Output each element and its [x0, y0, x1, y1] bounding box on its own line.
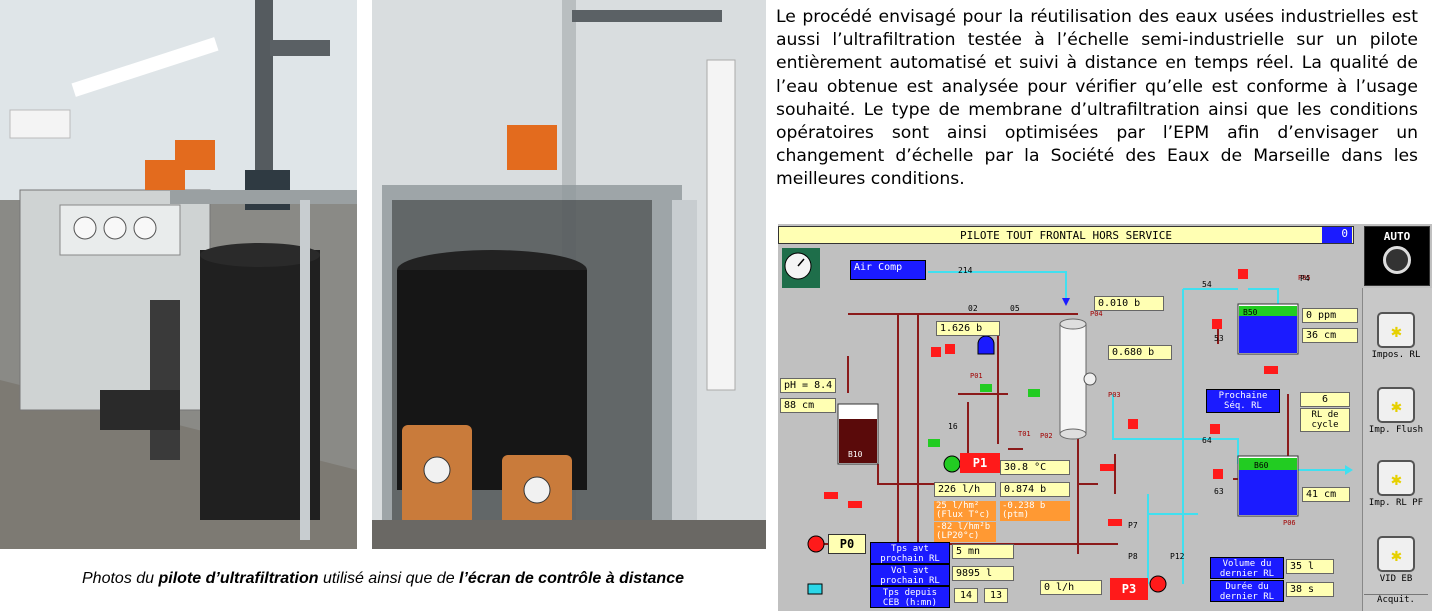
- tag-p02: P02: [1040, 432, 1053, 440]
- valve-p4[interactable]: P4: [1300, 274, 1310, 283]
- imp-flush-label: Imp. Flush: [1368, 425, 1424, 435]
- caption-bold1: pilote d’ultrafiltration: [158, 570, 319, 587]
- valve-02[interactable]: 02: [968, 304, 978, 313]
- tag-p05: P05: [1298, 274, 1311, 282]
- auto-panel[interactable]: AUTO: [1364, 226, 1430, 286]
- ph-value: pH = 8.4: [780, 378, 836, 393]
- tank-b50-label: B50: [1243, 308, 1258, 317]
- gear-icon: [1377, 387, 1415, 423]
- valve-53[interactable]: 53: [1214, 334, 1224, 343]
- vol-avt-label: Vol avt prochain RL: [870, 564, 950, 586]
- impos-rl-button[interactable]: Impos. RL: [1364, 312, 1428, 360]
- valve-63[interactable]: 63: [1214, 487, 1224, 496]
- rl-cycle-label: RL de cycle: [1300, 408, 1350, 432]
- pressure-p1-value: 0.874 b: [1000, 482, 1070, 497]
- gear-icon: [1377, 460, 1415, 496]
- caption-part2: utilisé ainsi que de: [318, 570, 460, 587]
- ceb-minutes: 13: [984, 588, 1008, 603]
- valve-p7[interactable]: P7: [1128, 521, 1138, 530]
- prochaine-seq-label: Prochaine Séq. RL: [1206, 389, 1280, 413]
- impos-rl-label: Impos. RL: [1371, 350, 1421, 360]
- tank-b10-label: B10: [848, 450, 863, 459]
- scada-title: PILOTE TOUT FRONTAL HORS SERVICE: [960, 229, 1172, 242]
- scada-control-screen: PILOTE TOUT FRONTAL HORS SERVICE 0 AUTO …: [778, 224, 1432, 611]
- valve-214[interactable]: 214: [958, 266, 973, 275]
- tank-b60-label: B60: [1254, 461, 1269, 470]
- ppm-value: 0 ppm: [1302, 308, 1358, 323]
- tag-t01: T01: [1018, 430, 1031, 438]
- auto-switch-icon: [1383, 246, 1411, 274]
- pressure-1-value: 1.626 b: [936, 321, 1000, 336]
- gauge-icon[interactable]: [782, 248, 820, 288]
- photo-pilot-installation: [0, 0, 357, 549]
- tag-p06: P06: [1283, 519, 1296, 527]
- scada-pipes: [782, 248, 1353, 595]
- pressure-top-value: 0.010 b: [1094, 296, 1164, 311]
- ptm-value: -0.238 b: [1002, 501, 1046, 511]
- ptm-label: (ptm): [1002, 510, 1030, 520]
- vol-last-value: 35 l: [1286, 559, 1334, 574]
- vol-last-label: Volume du dernier RL: [1210, 557, 1284, 579]
- valve-16[interactable]: 16: [948, 422, 958, 431]
- imp-flush-button[interactable]: Imp. Flush: [1364, 387, 1428, 435]
- tag-p04: P04: [1090, 310, 1103, 318]
- pressure-2-value: 0.680 b: [1108, 345, 1172, 360]
- description-paragraph: Le procédé envisagé pour la réutilisatio…: [776, 7, 1418, 190]
- pump-p3-label[interactable]: P3: [1110, 578, 1148, 600]
- acquit-button[interactable]: Acquit.: [1364, 594, 1428, 610]
- gear-icon: [1377, 536, 1415, 572]
- flux-box: 25 l/hm² (Flux T°c): [934, 501, 996, 521]
- tag-p03: P03: [1108, 391, 1121, 399]
- flow-p3-value: 0 l/h: [1040, 580, 1102, 595]
- imp-rl-pf-label: Imp. RL PF: [1368, 498, 1424, 508]
- dur-last-value: 38 s: [1286, 582, 1334, 597]
- pump-p1-label[interactable]: P1: [960, 453, 1000, 473]
- ceb-label: Tps depuis CEB (h:mn): [870, 586, 950, 608]
- valve-p8[interactable]: P8: [1128, 552, 1138, 561]
- photo-closeup-illustration: [372, 0, 766, 549]
- ptm-box: -0.238 b (ptm): [1000, 501, 1070, 521]
- tag-p01: P01: [970, 372, 983, 380]
- lp-box: -82 l/hm²b (LP20°c): [934, 522, 996, 542]
- gear-icon: [1377, 312, 1415, 348]
- scada-title-bar: [778, 226, 1354, 244]
- vol-avt-value: 9895 l: [952, 566, 1014, 581]
- valve-05[interactable]: 05: [1010, 304, 1020, 313]
- imp-rl-pf-button[interactable]: Imp. RL PF: [1364, 460, 1428, 508]
- flow-p1-value: 226 l/h: [934, 482, 996, 497]
- b10-level-value: 88 cm: [780, 398, 836, 413]
- tps-avt-label: Tps avt prochain RL: [870, 542, 950, 564]
- flux-label: (Flux T°c): [936, 510, 991, 520]
- figure-caption: Photos du pilote d’ultrafiltration utili…: [0, 570, 766, 588]
- tps-avt-value: 5 mn: [952, 544, 1014, 559]
- dur-last-label: Durée du dernier RL: [1210, 580, 1284, 602]
- lp-value: -82 l/hm²b: [936, 522, 991, 532]
- valve-p12[interactable]: P12: [1170, 552, 1185, 561]
- photo-pilot-illustration: [0, 0, 357, 549]
- valve-54[interactable]: 54: [1202, 280, 1212, 289]
- caption-part1: Photos du: [82, 570, 159, 587]
- valve-64[interactable]: 64: [1202, 436, 1212, 445]
- pump-p0-label[interactable]: P0: [828, 534, 866, 554]
- b50-level-value: 36 cm: [1302, 328, 1358, 343]
- vid-eb-button[interactable]: VID EB: [1364, 536, 1428, 584]
- scada-counter: 0: [1322, 227, 1352, 243]
- lp-label: (LP20°c): [936, 531, 980, 541]
- auto-label: AUTO: [1383, 230, 1411, 243]
- rl-cycle-value: 6: [1300, 392, 1350, 407]
- photo-pilot-closeup: [372, 0, 766, 549]
- air-comp-box[interactable]: Air Comp: [850, 260, 926, 280]
- temperature-value: 30.8 °C: [1000, 460, 1070, 475]
- b60-level-value: 41 cm: [1302, 487, 1350, 502]
- ceb-hours: 14: [954, 588, 978, 603]
- vid-eb-label: VID EB: [1379, 574, 1413, 584]
- caption-bold2: l’écran de contrôle à distance: [459, 570, 684, 587]
- flux-value: 25 l/hm²: [936, 501, 980, 511]
